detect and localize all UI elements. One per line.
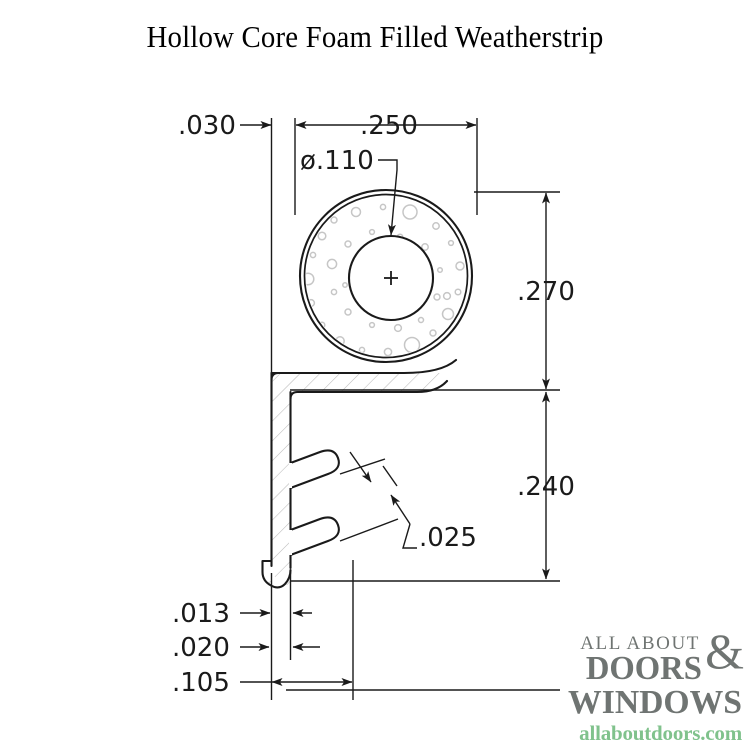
dimension-label-030: .030 bbox=[178, 111, 236, 141]
part-geometry bbox=[261, 188, 474, 589]
fin-lower bbox=[289, 516, 340, 557]
extension-lines bbox=[270, 118, 560, 700]
dimension-layer bbox=[240, 118, 560, 700]
dimension-110-leader bbox=[378, 159, 398, 236]
dimension-label-270: .270 bbox=[517, 277, 575, 307]
logo-ampersand: & bbox=[705, 623, 744, 679]
dimension-label-025: .025 bbox=[419, 523, 477, 553]
fin-upper bbox=[289, 449, 340, 490]
logo-line-doors-row: DOORS & bbox=[518, 626, 744, 687]
hollow-bulb bbox=[298, 188, 474, 364]
dimension-label-013: .013 bbox=[172, 599, 230, 629]
center-mark bbox=[384, 271, 398, 285]
dimension-label-240: .240 bbox=[517, 472, 575, 502]
dimension-label-250: .250 bbox=[360, 111, 418, 141]
logo-line-all-about: ALL ABOUT bbox=[580, 633, 700, 654]
brand-logo[interactable]: ALL ABOUT DOORS & WINDOWS allaboutdoors.… bbox=[518, 626, 744, 746]
dimension-label-020: .020 bbox=[172, 633, 230, 663]
backing-strip-section bbox=[262, 373, 450, 585]
page-title: Hollow Core Foam Filled Weatherstrip bbox=[146, 19, 604, 54]
dimension-label-105: .105 bbox=[172, 668, 230, 698]
logo-line-windows: WINDOWS bbox=[568, 684, 742, 721]
logo-website: allaboutdoors.com bbox=[579, 721, 742, 745]
dimension-labels: .030 .250 ø.110 .270 .240 .025 .013 .020… bbox=[172, 111, 575, 698]
dimension-025 bbox=[339, 451, 417, 549]
dimension-label-110: ø.110 bbox=[300, 146, 374, 176]
logo-line-doors: DOORS bbox=[585, 650, 702, 687]
